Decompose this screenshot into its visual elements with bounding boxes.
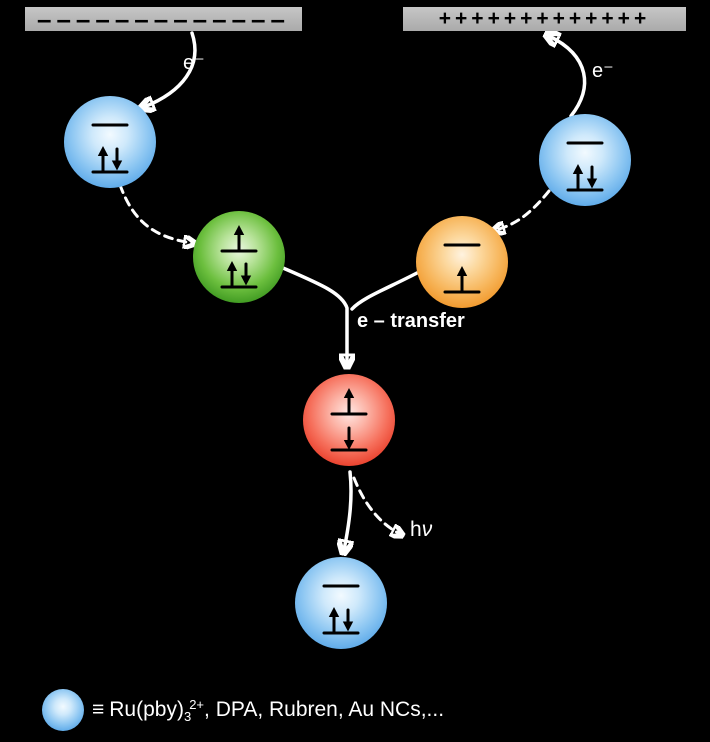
legend-examples: , DPA, Rubren, Au NCs,... [204,697,445,721]
radical-anion-sphere [193,211,285,303]
electron-label-right: e⁻ [592,60,614,82]
homo-orbital [319,606,363,636]
homo-orbital [88,145,132,175]
lumo-orbital [319,570,363,600]
electron-transfer-arrow [281,266,347,364]
relaxation-arrow [344,470,351,550]
molecule-sphere-left [64,96,156,188]
legend-text: ≡Ru(pby)32+, DPA, Rubren, Au NCs,... [92,697,444,724]
equiv-symbol: ≡ [92,697,105,721]
negative-charge-symbols: ––––––––––––– [37,7,290,31]
cation-formation-arrow [496,189,551,230]
electron-transfer-merge-arrow [350,271,419,311]
anion-formation-arrow [118,183,192,243]
excited-state-sphere [303,374,395,466]
legend-formula-subscript: 3 [183,708,192,724]
legend: ≡Ru(pby)32+, DPA, Rubren, Au NCs,... [42,689,444,731]
lumo-orbital [440,229,484,259]
homo-orbital [217,260,261,290]
photon-nu: ν [421,518,433,541]
photon-h: h [410,518,422,541]
legend-formula-superscript: 2+ [189,696,205,712]
lumo-orbital [563,127,607,157]
lumo-orbital [88,109,132,139]
photon-label: hν [410,518,432,542]
molecule-sphere-right [539,114,631,206]
electron-label-left: e⁻ [183,52,205,74]
lumo-orbital [327,387,371,417]
negative-electrode: ––––––––––––– [25,7,302,31]
photon-emission-arrow [352,476,400,534]
positive-charge-symbols: +++++++++++++ [438,7,651,30]
positive-electrode: +++++++++++++ [403,7,686,31]
legend-sphere [42,689,84,731]
homo-orbital [440,265,484,295]
homo-orbital [563,163,607,193]
electron-extraction-arrow [549,36,587,118]
legend-formula-base: Ru(pby) [109,697,184,721]
ground-state-sphere [295,557,387,649]
lumo-orbital [217,224,261,254]
electron-transfer-label: e – transfer [357,310,465,332]
radical-cation-sphere [416,216,508,308]
homo-orbital [327,423,371,453]
